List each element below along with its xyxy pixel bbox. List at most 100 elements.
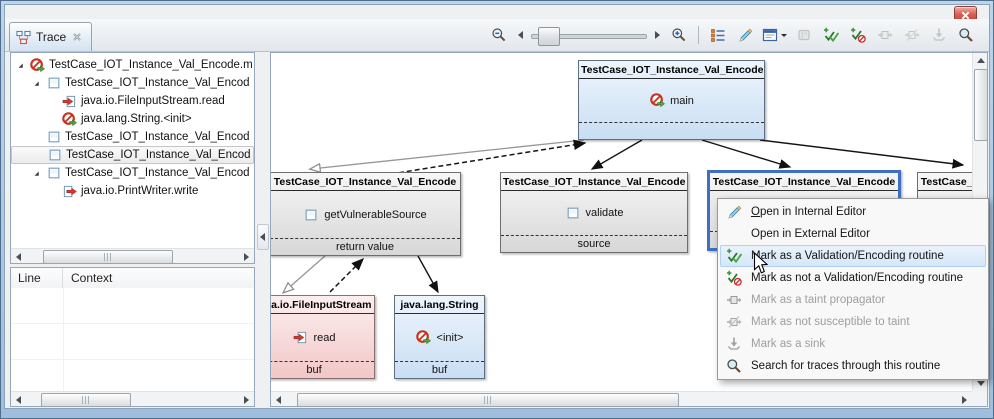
tree-item[interactable]: TestCase_IOT_Instance_Val_Encod xyxy=(11,164,254,182)
tree-item[interactable]: java.io.FileInputStream.read xyxy=(11,92,254,110)
bookmark-button xyxy=(793,24,815,46)
scroll-right-arrow[interactable] xyxy=(239,249,254,264)
expander-icon[interactable] xyxy=(15,60,26,71)
menu-item: Mark as not susceptible to taint xyxy=(720,311,986,333)
tree-hscroll-thumb[interactable] xyxy=(43,250,173,264)
scroll-left-arrow[interactable] xyxy=(11,249,26,264)
vuln-icon xyxy=(649,93,665,109)
tab-close-icon[interactable] xyxy=(71,31,83,43)
zoom-out-icon xyxy=(491,27,507,43)
view-menu-button[interactable] xyxy=(761,24,788,46)
column-header-context[interactable]: Context xyxy=(71,271,113,285)
tab-trace[interactable]: Trace xyxy=(9,22,93,51)
pencil-icon xyxy=(724,204,744,220)
tree-hscrollbar[interactable] xyxy=(11,248,254,264)
panel-splitter[interactable] xyxy=(256,52,269,407)
table-hscrollbar[interactable] xyxy=(11,391,254,407)
toolbar-separator xyxy=(698,26,699,44)
mark-validation-button[interactable] xyxy=(820,24,842,46)
tree-item-label: TestCase_IOT_Instance_Val_Encod xyxy=(65,167,250,179)
expander-placeholder xyxy=(47,186,58,197)
menu-item-label: Open in Internal Editor xyxy=(751,206,867,218)
graph-vscroll-thumb[interactable] xyxy=(974,69,988,141)
not-susceptible-icon xyxy=(724,314,744,330)
graph-hscrollbar[interactable] xyxy=(271,391,972,407)
menu-item[interactable]: Search for traces through this routine xyxy=(720,355,986,377)
tree-item-label: TestCase_IOT_Instance_Val_Encod xyxy=(65,77,250,89)
scroll-right-arrow[interactable] xyxy=(239,392,254,407)
expander-icon[interactable] xyxy=(31,168,42,179)
menu-item[interactable]: Open in Internal Editor xyxy=(720,201,986,223)
checkbox-icon xyxy=(565,205,581,221)
checkbox-icon xyxy=(303,207,319,223)
menu-item: Mark as a sink xyxy=(720,333,986,355)
tree-item-label: TestCase_IOT_Instance_Val_Encod xyxy=(65,131,250,143)
zoom-in-button[interactable] xyxy=(668,24,690,46)
graph-edge-flow xyxy=(590,139,643,170)
scroll-left-arrow[interactable] xyxy=(271,392,286,407)
sash-collapse-button[interactable] xyxy=(256,224,269,250)
tree-item-label: TestCase_IOT_Instance_Val_Encod xyxy=(66,149,251,161)
node-method-label: read xyxy=(313,331,336,344)
expander-icon[interactable] xyxy=(31,78,42,89)
graph-edge-flow xyxy=(701,139,792,169)
tree-item[interactable]: TestCase_IOT_Instance_Val_Encod xyxy=(11,74,254,92)
scroll-left-button[interactable] xyxy=(515,27,526,43)
show-list-button[interactable] xyxy=(707,24,729,46)
menu-item[interactable]: Open in External Editor xyxy=(720,223,986,245)
zoom-slider-thumb[interactable] xyxy=(538,26,560,46)
menu-item[interactable]: Mark as not a Validation/Encoding routin… xyxy=(720,267,986,289)
zoom-slider[interactable] xyxy=(531,26,647,46)
column-header-line[interactable]: Line xyxy=(11,268,63,288)
arrow-in-icon xyxy=(62,94,77,109)
graph-node[interactable]: java.lang.String<init>buf xyxy=(394,295,485,379)
node-title: TestCase_IOT_Instance_Val_Encode xyxy=(271,173,460,191)
graph-edge-call xyxy=(311,139,585,169)
node-method: getVulnerableSource xyxy=(271,191,460,238)
graph-edge-call xyxy=(284,255,326,292)
validation-icon xyxy=(823,27,839,43)
zoom-out-button[interactable] xyxy=(488,24,510,46)
checkbox-icon xyxy=(46,166,61,181)
graph-edge-flow xyxy=(417,255,439,294)
tree-item-label: TestCase_IOT_Instance_Val_Encode.m xyxy=(49,59,253,71)
node-footer: buf xyxy=(271,361,374,378)
scroll-right-button[interactable] xyxy=(652,27,663,43)
node-title: TestCase_IOT_Instance_Val_Encode xyxy=(918,173,972,191)
table-hscroll-thumb[interactable] xyxy=(41,393,131,407)
node-title: java.lang.String xyxy=(395,296,484,314)
menu-item-label: Open in External Editor xyxy=(751,228,870,240)
close-icon xyxy=(961,11,970,19)
menu-item[interactable]: Mark as a Validation/Encoding routine xyxy=(720,245,986,267)
document-icon xyxy=(762,27,778,43)
scroll-down-arrow[interactable] xyxy=(973,376,988,391)
edit-trace-button[interactable] xyxy=(734,24,756,46)
scroll-right-arrow[interactable] xyxy=(957,392,972,407)
menu-item: Mark as a taint propagator xyxy=(720,289,986,311)
scroll-up-arrow[interactable] xyxy=(973,53,988,68)
search-traces-button[interactable] xyxy=(955,24,977,46)
mouse-cursor xyxy=(753,251,769,281)
tree-item[interactable]: TestCase_IOT_Instance_Val_Encode.m xyxy=(11,56,254,74)
mark-not-validation-button[interactable] xyxy=(847,24,869,46)
graph-hscroll-thumb[interactable] xyxy=(297,393,679,407)
expander-placeholder xyxy=(47,114,58,125)
tree-item[interactable]: TestCase_IOT_Instance_Val_Encod xyxy=(11,146,254,164)
tree-item[interactable]: java.io.PrintWriter.write xyxy=(11,182,254,200)
tree-item[interactable]: TestCase_IOT_Instance_Val_Encod xyxy=(11,128,254,146)
not-validation-icon xyxy=(850,27,866,43)
scroll-left-arrow[interactable] xyxy=(11,392,26,407)
expander-placeholder xyxy=(32,150,43,161)
vuln-icon xyxy=(62,111,77,127)
zoom-slider-track xyxy=(531,33,647,39)
tree-item[interactable]: java.lang.String.<init> xyxy=(11,110,254,128)
scrollbar-corner xyxy=(972,391,987,406)
zoom-in-icon xyxy=(671,27,687,43)
checkbox-icon xyxy=(46,76,61,91)
node-footer: source xyxy=(501,235,687,252)
